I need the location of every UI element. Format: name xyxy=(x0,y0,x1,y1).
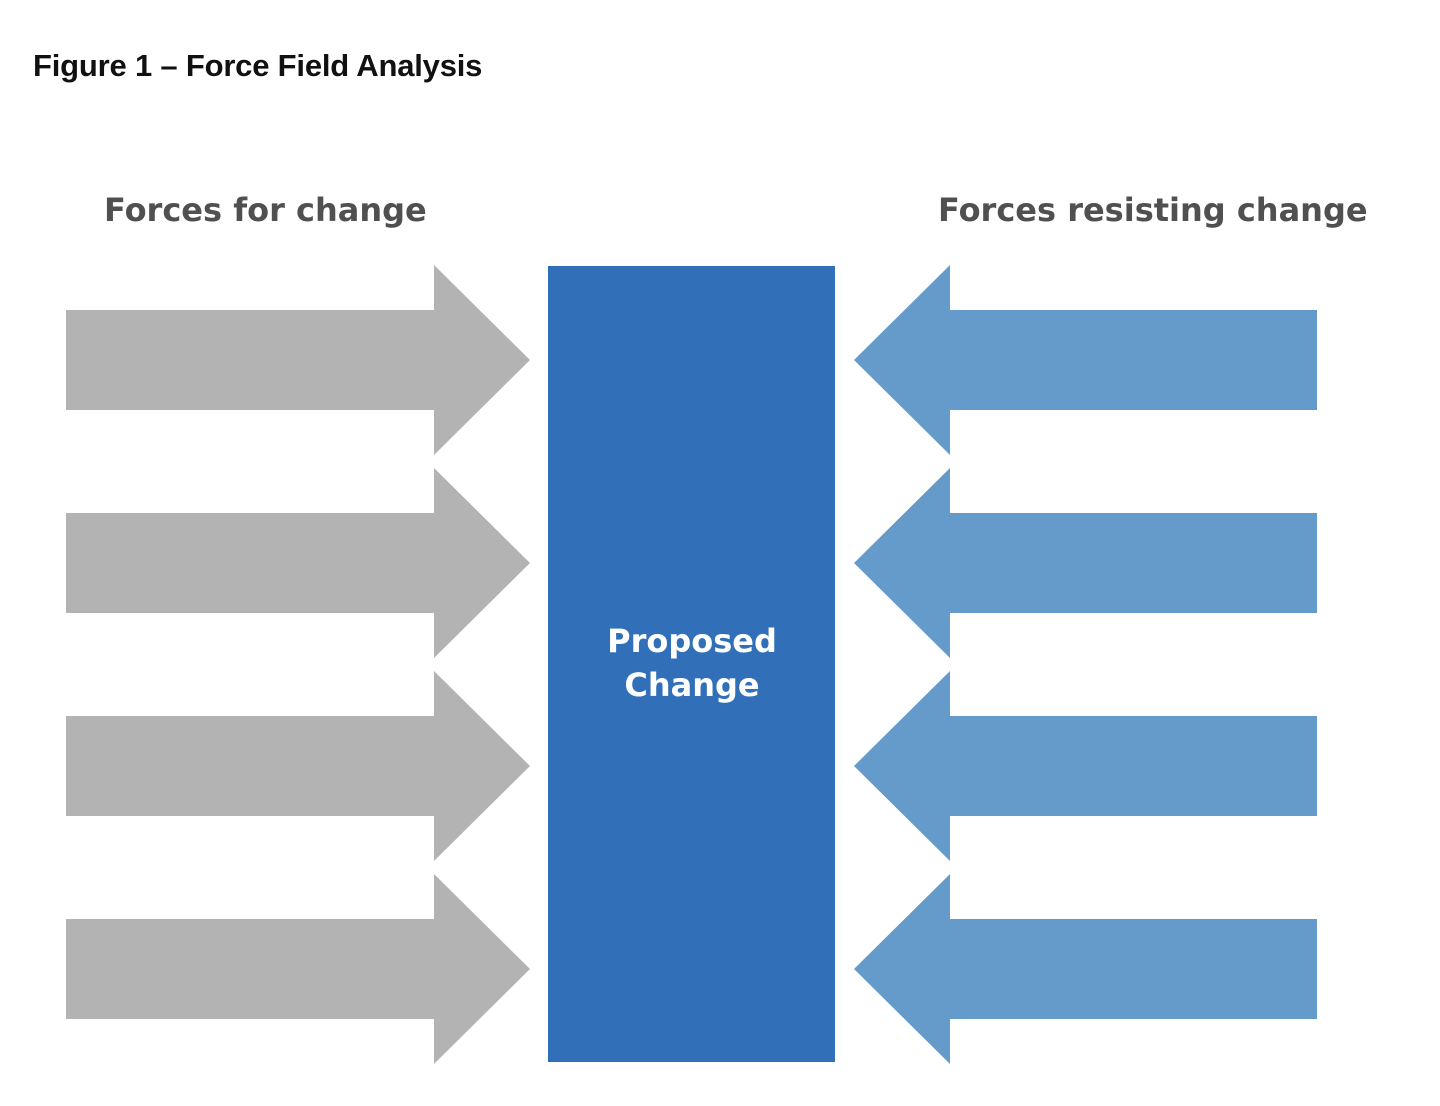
force-resisting-arrow xyxy=(854,671,1317,861)
force-for-arrow xyxy=(66,265,530,455)
figure-title: Figure 1 – Force Field Analysis xyxy=(33,48,483,83)
force-for-arrow xyxy=(66,468,530,658)
proposed-change-label-line2: Change xyxy=(624,666,759,704)
proposed-change-label-line1: Proposed xyxy=(607,622,777,660)
force-resisting-arrow xyxy=(854,874,1317,1064)
forces-resisting-arrows xyxy=(854,265,1317,1064)
forces-resisting-heading: Forces resisting change xyxy=(938,191,1368,229)
force-resisting-arrow xyxy=(854,265,1317,455)
force-for-arrow xyxy=(66,874,530,1064)
forces-for-arrows xyxy=(66,265,530,1064)
force-resisting-arrow xyxy=(854,468,1317,658)
forces-for-heading: Forces for change xyxy=(104,191,427,229)
proposed-change-box xyxy=(548,266,835,1062)
force-for-arrow xyxy=(66,671,530,861)
